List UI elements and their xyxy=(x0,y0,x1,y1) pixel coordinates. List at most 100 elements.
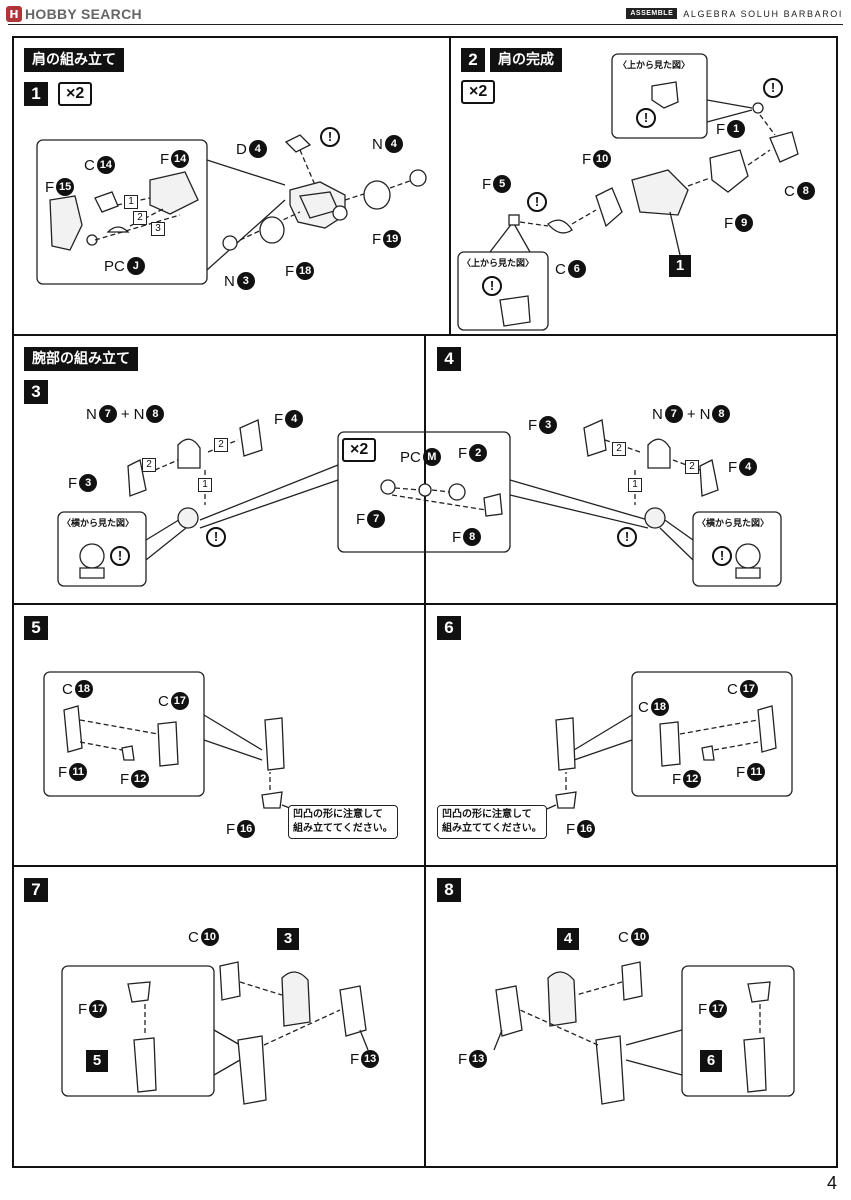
step-7-number: 7 xyxy=(24,878,48,902)
s3-substep-2a: 2 xyxy=(214,438,228,452)
s6-bump-note-line2: 組み立ててください。 xyxy=(442,823,542,834)
assemble-tag: ASSEMBLE xyxy=(626,8,678,19)
section-title-arm-assembly: 腕部の組み立て xyxy=(24,347,138,371)
s2-top-view-inset-b xyxy=(457,251,549,331)
section-title-shoulder-assembly: 肩の組み立て xyxy=(24,48,124,72)
hobby-search-logo: H HOBBY SEARCH xyxy=(6,5,142,23)
s6-bump-note-line1: 凹凸の形に注意して xyxy=(442,809,532,820)
s8-step-4-ref: 4 xyxy=(557,928,579,950)
step-4-number: 4 xyxy=(437,347,461,371)
s1-substep-3: 3 xyxy=(151,222,165,236)
logo-mark-icon: H xyxy=(6,6,22,22)
s3-side-view-inset xyxy=(57,511,147,587)
s4-side-view-inset xyxy=(692,511,782,587)
s1-shoulder-assembly-part xyxy=(289,181,348,229)
step-1-multiplier: ×2 xyxy=(58,82,93,106)
step-2-multiplier: ×2 xyxy=(461,80,496,104)
page-number: 4 xyxy=(826,1173,837,1193)
s5-bump-note-line2: 組み立ててください。 xyxy=(293,823,393,834)
s7-step-3-ref: 3 xyxy=(277,928,299,950)
step-2-number: 2 xyxy=(461,48,485,72)
mid-inset-multiplier: ×2 xyxy=(342,438,377,462)
s5-step-5-ref: 5 xyxy=(86,1050,108,1072)
header-rule xyxy=(8,24,843,25)
s4-caution-icon-b: ! xyxy=(712,546,732,566)
step-5-number: 5 xyxy=(24,616,48,640)
s2-step-1-ref: 1 xyxy=(669,255,691,277)
s2-caution-icon-a: ! xyxy=(763,78,783,98)
s4-caution-icon-a: ! xyxy=(617,527,637,547)
step-6-number: 6 xyxy=(437,616,461,640)
s3-caution-icon-b: ! xyxy=(110,546,130,566)
s6-inset-frame xyxy=(631,671,793,797)
mid-shared-inset xyxy=(337,431,511,553)
divider-col-mid xyxy=(424,334,426,1168)
s7-inset-frame xyxy=(61,965,215,1097)
s5-bump-note: 凹凸の形に注意して 組み立ててください。 xyxy=(288,805,398,839)
step-3-number: 3 xyxy=(24,380,48,404)
divider-col-top xyxy=(449,36,451,334)
step-1-number: 1 xyxy=(24,82,48,106)
s2-top-view-inset-a xyxy=(611,53,708,139)
header-title-group: ASSEMBLE ALGEBRA SOLUH BARBAROI xyxy=(626,8,843,19)
s5-bump-note-line1: 凹凸の形に注意して xyxy=(293,809,383,820)
s6-bump-note: 凹凸の形に注意して 組み立ててください。 xyxy=(437,805,547,839)
s1-caution-icon: ! xyxy=(320,127,340,147)
s4-substep-1: 1 xyxy=(628,478,642,492)
s8-inset-frame xyxy=(681,965,795,1097)
s3-side-view-caption: 〈横から見た図〉 xyxy=(62,519,135,529)
kit-title: ALGEBRA SOLUH BARBAROI xyxy=(683,8,843,19)
s1-inset-frame xyxy=(36,139,208,285)
s1-inset-parts xyxy=(49,171,199,251)
s3-caution-icon-a: ! xyxy=(206,527,226,547)
step-8-number: 8 xyxy=(437,878,461,902)
s4-substep-2b: 2 xyxy=(685,460,699,474)
s3-substep-2b: 2 xyxy=(142,458,156,472)
s8-step-6-ref: 6 xyxy=(700,1050,722,1072)
s3-substep-1: 1 xyxy=(198,478,212,492)
s1-substep-1: 1 xyxy=(124,195,138,209)
s2-caution-icon-c: ! xyxy=(527,192,547,212)
s4-substep-2a: 2 xyxy=(612,442,626,456)
s4-side-view-caption: 〈横から見た図〉 xyxy=(697,519,770,529)
s2-caution-icon-b: ! xyxy=(636,108,656,128)
s1-substep-2: 2 xyxy=(133,211,147,225)
